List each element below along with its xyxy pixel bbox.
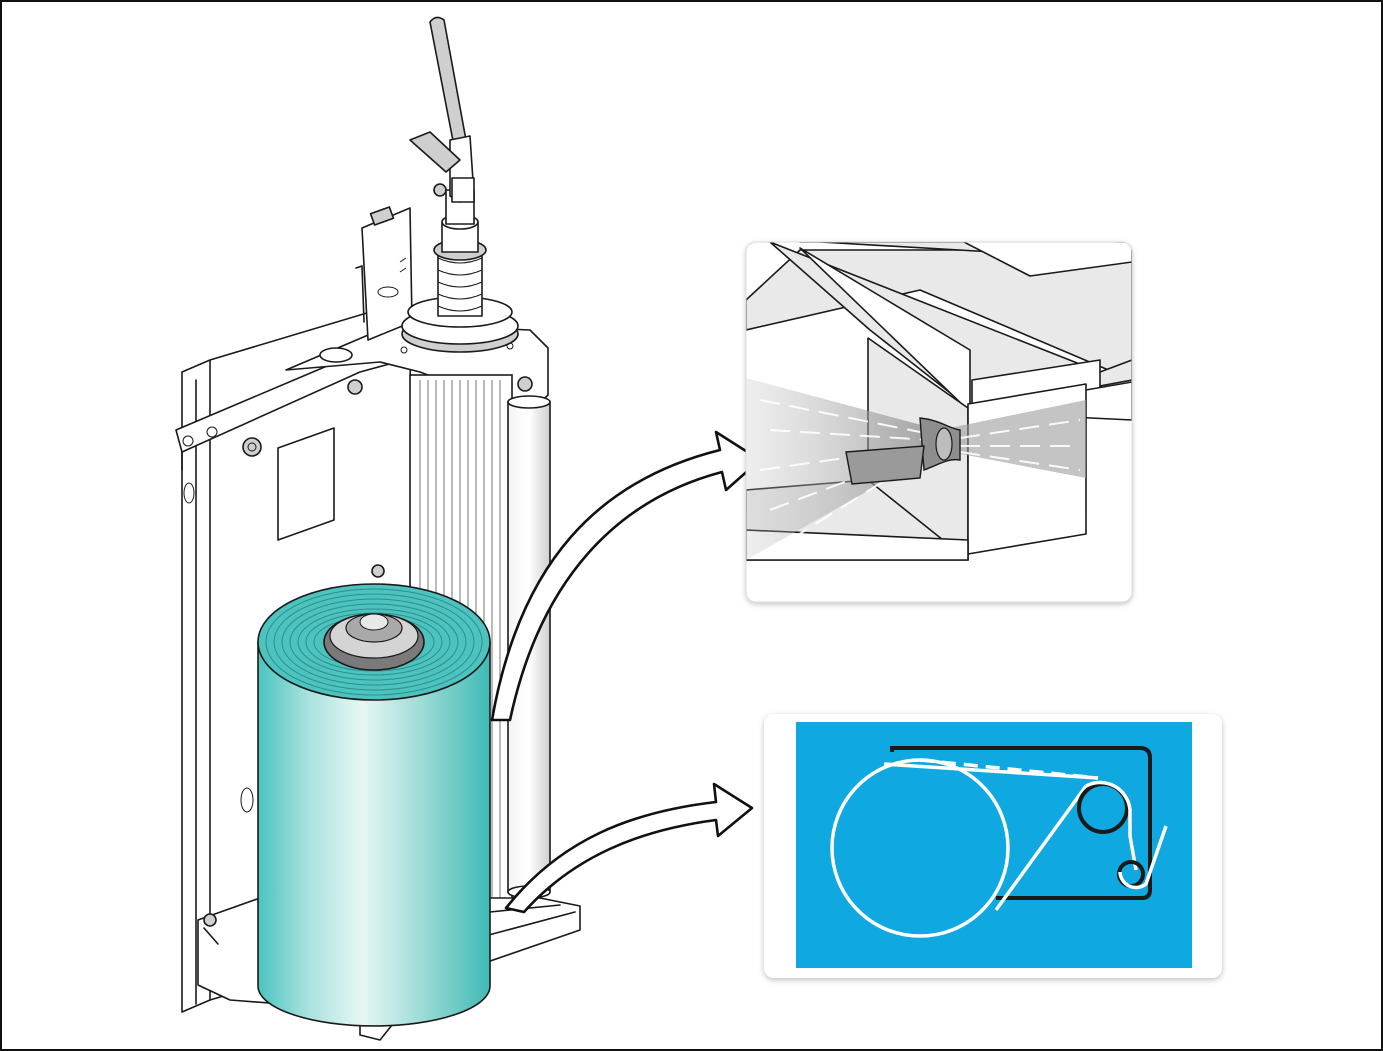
pallet-wrap-inset [746, 242, 1132, 561]
machine-label-plate [277, 427, 335, 541]
bolt-icon [242, 437, 262, 457]
curved-arrow-icon [504, 782, 754, 914]
curved-arrow-icon [490, 430, 762, 722]
film-roll-icon [257, 583, 491, 1027]
spring-tensioner [401, 183, 519, 353]
film-threading-icon [796, 722, 1192, 968]
lever-handle [409, 16, 475, 203]
